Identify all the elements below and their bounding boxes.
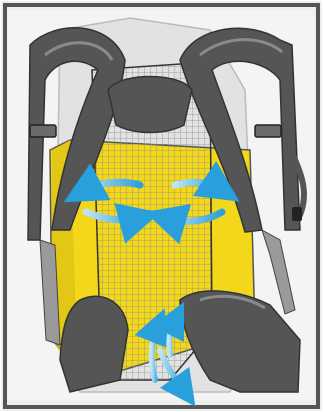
sternum-strap-buckle-left: [30, 125, 56, 137]
top-yoke: [108, 77, 192, 133]
sternum-strap-buckle-right: [255, 125, 281, 137]
hip-belt-left: [60, 296, 128, 392]
strap-end-clip: [292, 207, 302, 221]
